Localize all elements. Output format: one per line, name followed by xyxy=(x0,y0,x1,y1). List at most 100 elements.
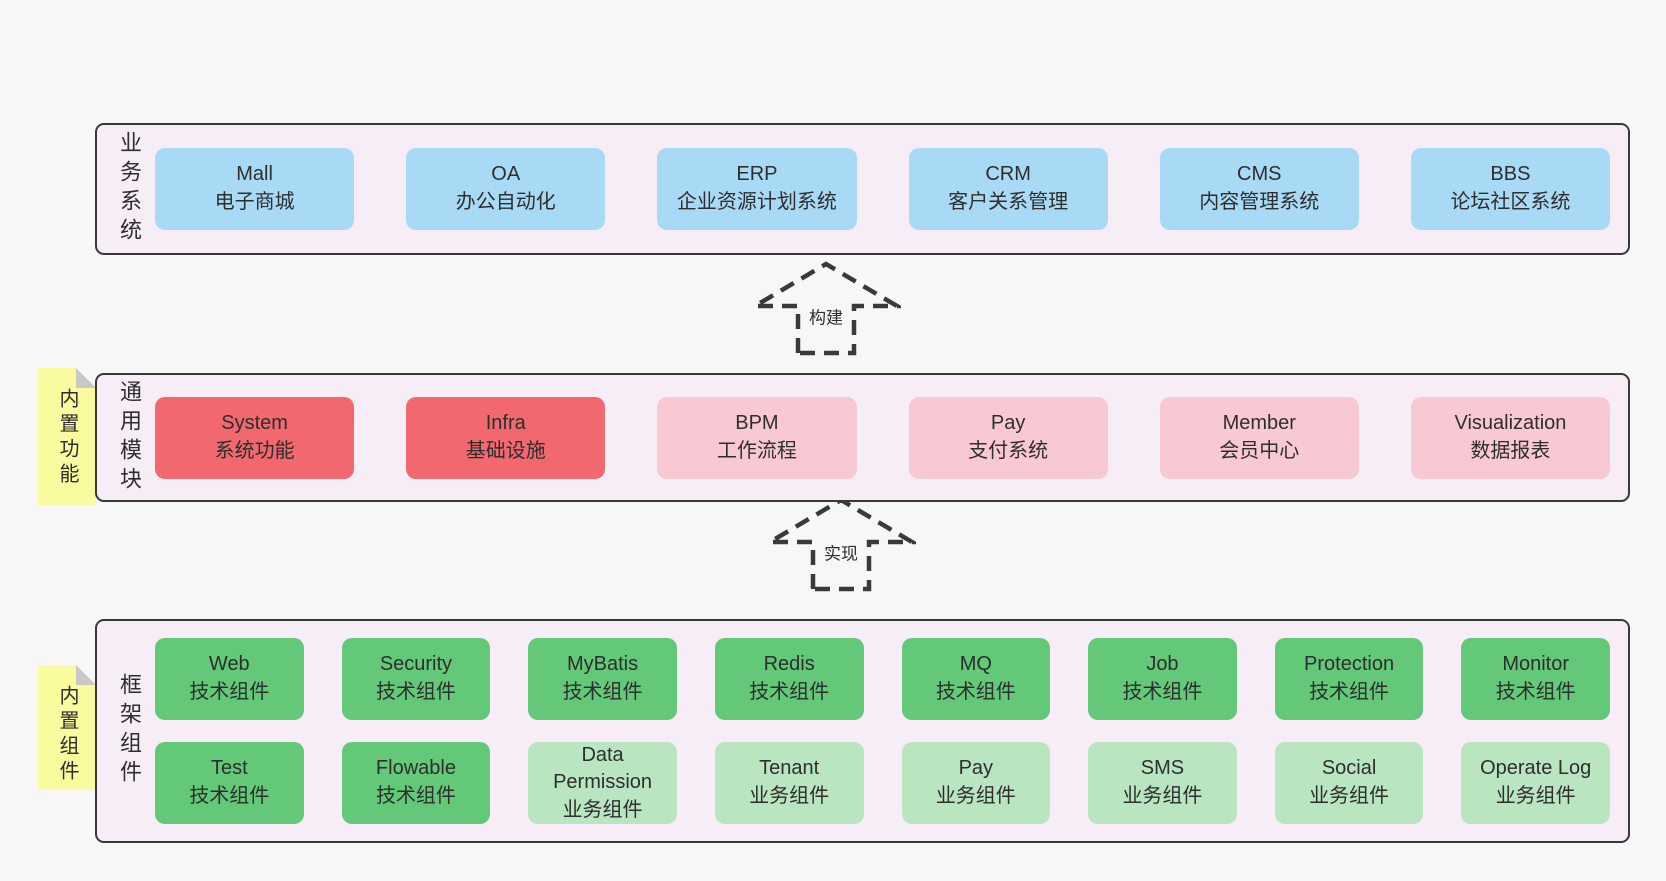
component-name: MyBatis xyxy=(567,653,639,676)
box-row: Test 技术组件 Flowable 技术组件 Data Permission 业务组件 T… xyxy=(155,742,1610,824)
component-name: Job xyxy=(1146,653,1179,676)
component-name: CMS xyxy=(1237,163,1282,186)
component-box-crm: CRM 客户关系管理 xyxy=(908,148,1108,230)
sticky-note-label: 内置组件 xyxy=(56,685,78,785)
component-subtitle: 数据报表 xyxy=(1470,439,1551,462)
component-box-flowable: Flowable 技术组件 xyxy=(341,742,491,824)
component-subtitle: 业务组件 xyxy=(1309,785,1390,807)
component-name: Monitor xyxy=(1502,653,1570,676)
component-name: Social xyxy=(1321,757,1377,780)
component-box-pay: Pay 业务组件 xyxy=(901,742,1051,824)
sticky-note-label: 内置功能 xyxy=(56,388,78,488)
component-box-data-permission: Data Permission 业务组件 xyxy=(528,742,677,824)
dashed-up-arrow-implement: 实现 xyxy=(766,496,916,592)
component-subtitle: 系统功能 xyxy=(214,439,295,462)
component-subtitle: 业务组件 xyxy=(935,785,1016,807)
component-box-protection: Protection 技术组件 xyxy=(1274,638,1424,720)
sticky-note-built-in-components: 内置组件 xyxy=(38,665,96,790)
component-name: System xyxy=(221,411,288,434)
component-subtitle: 技术组件 xyxy=(375,681,456,703)
component-box-job: Job 技术组件 xyxy=(1088,638,1237,720)
component-subtitle: 会员中心 xyxy=(1219,439,1300,462)
component-name: SMS xyxy=(1140,757,1185,780)
layer-label-common-modules: 通用模块 xyxy=(117,379,142,496)
component-name: MQ xyxy=(959,653,992,676)
component-subtitle: 基础设施 xyxy=(465,439,546,462)
component-box-sms: SMS 业务组件 xyxy=(1088,742,1237,824)
component-name: ERP xyxy=(736,163,778,186)
component-name: Redis xyxy=(763,653,815,676)
component-subtitle: 技术组件 xyxy=(189,785,270,807)
box-row: Mall 电子商城 OA 办公自动化 ERP 企业资源计划系统 CRM 客户关系管理 CMS 内容… xyxy=(155,148,1611,230)
component-box-monitor: Monitor 技术组件 xyxy=(1461,638,1610,720)
component-subtitle: 技术组件 xyxy=(1122,681,1203,703)
component-box-security: Security 技术组件 xyxy=(341,638,491,720)
component-name: Tenant xyxy=(759,757,820,780)
component-name: Security xyxy=(379,653,453,676)
component-name: Pay xyxy=(990,411,1026,434)
component-subtitle: 业务组件 xyxy=(1122,785,1203,807)
up-arrow-icon xyxy=(766,497,916,592)
component-name: BBS xyxy=(1490,163,1531,186)
dashed-up-arrow-build: 构建 xyxy=(751,260,901,356)
arrow-label-implement: 实现 xyxy=(822,538,860,566)
component-subtitle: 内容管理系统 xyxy=(1199,191,1320,213)
component-box-operate-log: Operate Log 业务组件 xyxy=(1461,742,1610,824)
component-box-social: Social 业务组件 xyxy=(1274,742,1424,824)
component-box-infra: Infra 基础设施 xyxy=(406,396,606,479)
component-box-erp: ERP 企业资源计划系统 xyxy=(657,148,857,230)
component-subtitle: 技术组件 xyxy=(562,681,643,703)
component-name: Pay xyxy=(958,757,994,780)
component-name: Visualization xyxy=(1454,411,1567,434)
component-box-mybatis: MyBatis 技术组件 xyxy=(528,638,677,720)
component-subtitle: 企业资源计划系统 xyxy=(676,191,837,213)
component-name: Protection xyxy=(1304,653,1395,676)
component-subtitle: 支付系统 xyxy=(968,439,1049,462)
component-name: Member xyxy=(1222,411,1296,434)
component-subtitle: 电子商城 xyxy=(214,191,295,213)
box-grid: Mall 电子商城 OA 办公自动化 ERP 企业资源计划系统 CRM 客户关系管理 CMS 内容… xyxy=(149,148,1611,230)
component-name: Data Permission xyxy=(553,743,653,794)
component-subtitle: 技术组件 xyxy=(1309,681,1390,703)
component-box-oa: OA 办公自动化 xyxy=(406,148,606,230)
component-box-mq: MQ 技术组件 xyxy=(901,638,1051,720)
component-subtitle: 办公自动化 xyxy=(455,191,556,213)
component-subtitle: 技术组件 xyxy=(1495,681,1576,703)
component-name: Infra xyxy=(485,411,526,434)
layer-label-framework-components: 框架组件 xyxy=(117,673,142,789)
component-subtitle: 业务组件 xyxy=(1495,785,1576,807)
component-name: CRM xyxy=(985,163,1031,186)
component-name: OA xyxy=(491,163,521,186)
component-name: Operate Log xyxy=(1480,757,1592,780)
component-box-mall: Mall 电子商城 xyxy=(155,148,355,230)
component-box-visualization: Visualization 数据报表 xyxy=(1410,396,1611,479)
component-subtitle: 技术组件 xyxy=(935,681,1016,703)
component-box-test: Test 技术组件 xyxy=(155,742,304,824)
sticky-note-built-in-features: 内置功能 xyxy=(38,368,96,505)
component-box-cms: CMS 内容管理系统 xyxy=(1159,148,1359,230)
component-subtitle: 技术组件 xyxy=(749,681,830,703)
component-subtitle: 业务组件 xyxy=(562,798,643,821)
component-name: Flowable xyxy=(375,757,456,780)
component-subtitle: 技术组件 xyxy=(375,785,456,807)
component-box-system: System 系统功能 xyxy=(155,396,355,479)
component-box-bbs: BBS 论坛社区系统 xyxy=(1410,148,1611,230)
component-name: Test xyxy=(210,757,248,780)
up-arrow-icon xyxy=(751,261,901,356)
component-subtitle: 论坛社区系统 xyxy=(1450,191,1571,213)
component-box-pay: Pay 支付系统 xyxy=(908,396,1108,479)
arrow-label-build: 构建 xyxy=(807,302,845,330)
component-subtitle: 客户关系管理 xyxy=(948,191,1069,213)
component-name: Mall xyxy=(236,163,273,186)
component-name: BPM xyxy=(735,411,779,434)
